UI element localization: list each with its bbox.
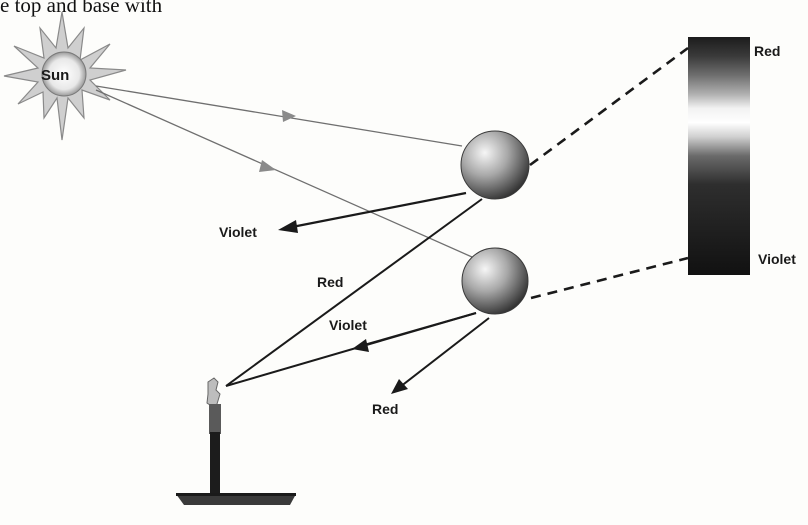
color-spectrum-bar (688, 37, 750, 275)
raindrop-upper (460, 130, 530, 200)
raindrop-lower (461, 247, 529, 315)
sun-icon (3, 11, 127, 141)
lower-violet-ray-to-observer (225, 312, 477, 387)
incident-ray-upper (95, 85, 463, 147)
upper-violet-label: Violet (219, 224, 257, 240)
lower-violet-label: Violet (329, 317, 367, 333)
observer-figure (176, 377, 296, 505)
spectrum-violet-label: Violet (758, 251, 796, 267)
lower-red-ray (391, 317, 490, 394)
sun-label: Sun (41, 67, 69, 84)
cropped-header-text: e top and base with (0, 0, 163, 17)
dashed-line-lower (530, 256, 689, 300)
upper-violet-ray (278, 191, 467, 233)
lower-red-label: Red (372, 401, 398, 417)
upper-red-ray-to-observer (225, 198, 483, 387)
dashed-line-upper (529, 46, 689, 167)
upper-red-label: Red (317, 274, 343, 290)
spectrum-red-label: Red (754, 43, 780, 59)
incident-ray-lower (95, 89, 473, 258)
